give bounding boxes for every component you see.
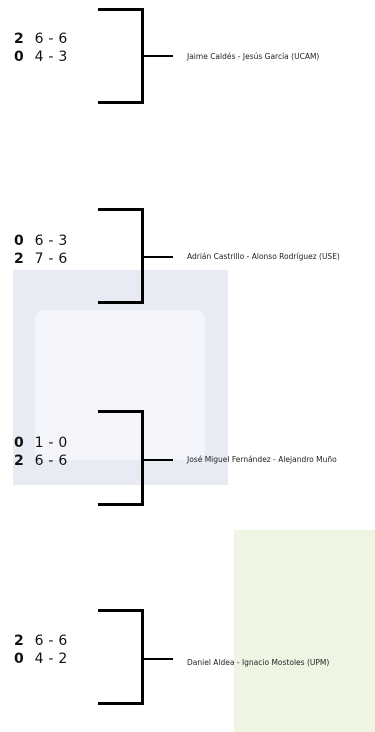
games-score: 6 - 6 — [34, 633, 68, 649]
games-score: 6 - 6 — [34, 31, 68, 47]
bracket-top-line — [98, 609, 144, 612]
bracket-bottom-line — [98, 301, 144, 304]
sets-won: 0 — [14, 651, 24, 667]
sets-won: 0 — [14, 435, 24, 451]
match-bracket-4: 2 6 - 6 0 4 - 2 Daniel Aldea - Ignacio M… — [0, 600, 375, 712]
games-score: 6 - 6 — [34, 453, 68, 469]
bracket-connector-line — [141, 256, 173, 258]
games-score: 7 - 6 — [34, 251, 68, 267]
games-score: 4 - 3 — [34, 49, 68, 65]
winning-pair-name: Daniel Aldea - Ignacio Mostoles (UPM) — [187, 658, 330, 667]
sets-won: 2 — [14, 31, 24, 47]
sets-won: 0 — [14, 49, 24, 65]
score-row-b: 0 4 - 2 — [14, 650, 67, 668]
score-row-a: 0 6 - 3 — [14, 232, 67, 250]
score-row-b: 2 7 - 6 — [14, 250, 67, 268]
bracket-top-line — [98, 8, 144, 11]
sets-won: 2 — [14, 633, 24, 649]
bracket-vertical-line — [141, 609, 144, 705]
bracket-connector-line — [141, 658, 173, 660]
bracket-bottom-line — [98, 101, 144, 104]
winning-pair-name: Adrián Castrillo - Alonso Rodríguez (USE… — [187, 252, 340, 261]
bracket-connector-line — [141, 459, 173, 461]
score-row-a: 0 1 - 0 — [14, 434, 67, 452]
games-score: 1 - 0 — [34, 435, 68, 451]
score-row-b: 2 6 - 6 — [14, 452, 67, 470]
match-bracket-1: 2 6 - 6 0 4 - 3 Jaime Caldés - Jesús Gar… — [0, 0, 375, 112]
bracket-bottom-line — [98, 503, 144, 506]
winning-pair-name: José Miguel Fernández - Alejandro Muño — [187, 455, 337, 464]
score-row-a: 2 6 - 6 — [14, 30, 67, 48]
bracket-vertical-line — [141, 410, 144, 506]
match-bracket-2: 0 6 - 3 2 7 - 6 Adrián Castrillo - Alons… — [0, 200, 375, 312]
bracket-top-line — [98, 410, 144, 413]
match-bracket-3: 0 1 - 0 2 6 - 6 José Miguel Fernández - … — [0, 402, 375, 514]
score-row-a: 2 6 - 6 — [14, 632, 67, 650]
bracket-bottom-line — [98, 702, 144, 705]
games-score: 4 - 2 — [34, 651, 68, 667]
sets-won: 2 — [14, 453, 24, 469]
sets-won: 0 — [14, 233, 24, 249]
bracket-connector-line — [141, 55, 173, 57]
score-row-b: 0 4 - 3 — [14, 48, 67, 66]
sets-won: 2 — [14, 251, 24, 267]
bracket-top-line — [98, 208, 144, 211]
games-score: 6 - 3 — [34, 233, 68, 249]
winning-pair-name: Jaime Caldés - Jesús García (UCAM) — [187, 52, 320, 61]
